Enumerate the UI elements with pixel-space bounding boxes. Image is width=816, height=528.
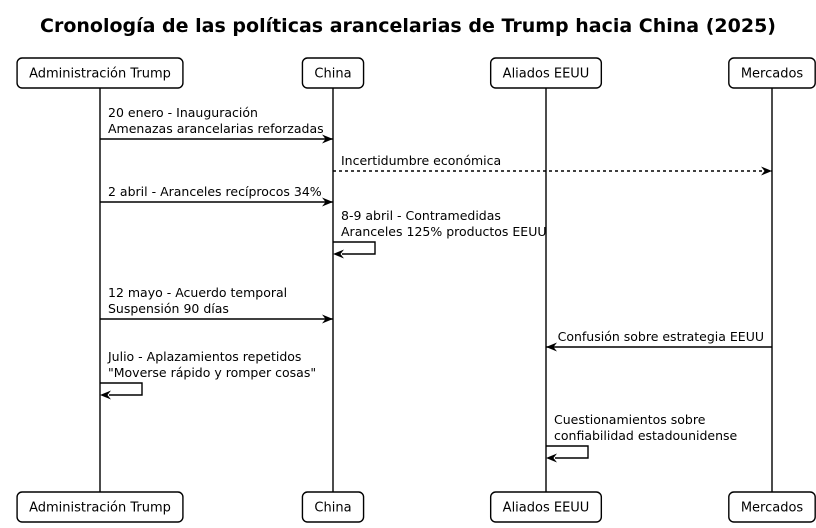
actor-top-trump[interactable]: Administración Trump bbox=[16, 57, 184, 89]
actor-label-china: China bbox=[314, 67, 351, 82]
actor-box-aliados[interactable] bbox=[489, 491, 603, 523]
actor-box-trump[interactable] bbox=[16, 57, 184, 89]
arrow-head-msg-5 bbox=[322, 314, 333, 324]
actor-label-aliados: Aliados EEUU bbox=[503, 501, 590, 516]
message-label-msg-1-line-0: 20 enero - Inauguración bbox=[108, 105, 258, 120]
self-loop-path-msg-8 bbox=[546, 445, 589, 459]
message-msg-7: Julio - Aplazamientos repetidos"Moverse … bbox=[100, 349, 316, 400]
actor-label-aliados: Aliados EEUU bbox=[503, 67, 590, 82]
arrow-head-msg-2 bbox=[761, 166, 772, 176]
actor-label-trump: Administración Trump bbox=[29, 67, 171, 82]
actor-bottom-china[interactable]: China bbox=[301, 491, 365, 523]
actor-box-aliados[interactable] bbox=[489, 57, 603, 89]
message-label-msg-4-line-0: 8-9 abril - Contramedidas bbox=[341, 208, 501, 223]
self-loop-path-msg-4 bbox=[333, 241, 376, 255]
message-label-msg-7-line-0: Julio - Aplazamientos repetidos bbox=[107, 349, 301, 364]
message-label-msg-2-line-0: Incertidumbre económica bbox=[341, 153, 501, 168]
actor-bottom-mercados[interactable]: Mercados bbox=[728, 491, 816, 523]
message-label-msg-8-line-1: confiabilidad estadounidense bbox=[554, 428, 738, 443]
actor-label-china: China bbox=[314, 501, 351, 516]
arrow-head-msg-6 bbox=[546, 342, 557, 352]
actor-box-china[interactable] bbox=[301, 491, 365, 523]
message-msg-6: Confusión sobre estrategia EEUU bbox=[546, 329, 772, 352]
actor-label-mercados: Mercados bbox=[741, 67, 804, 82]
message-msg-3: 2 abril - Aranceles recíprocos 34% bbox=[100, 184, 333, 207]
message-label-msg-7-line-1: "Moverse rápido y romper cosas" bbox=[108, 365, 316, 380]
diagram-title-group: Cronología de las políticas arancelarias… bbox=[40, 15, 776, 37]
arrow-head-msg-3 bbox=[322, 197, 333, 207]
message-label-msg-1-line-1: Amenazas arancelarias reforzadas bbox=[108, 121, 324, 136]
page-title: Cronología de las políticas arancelarias… bbox=[40, 15, 776, 37]
message-label-msg-5-line-1: Suspensión 90 días bbox=[108, 301, 229, 316]
actor-box-mercados[interactable] bbox=[728, 57, 816, 89]
self-loop-path-msg-7 bbox=[100, 382, 143, 396]
actor-bottom-aliados[interactable]: Aliados EEUU bbox=[489, 491, 603, 523]
message-label-msg-3-line-0: 2 abril - Aranceles recíprocos 34% bbox=[108, 184, 322, 199]
arrow-head-msg-1 bbox=[322, 134, 333, 144]
arrow-head-msg-8 bbox=[546, 453, 557, 463]
lifelines-group bbox=[99, 88, 773, 492]
actor-box-mercados[interactable] bbox=[728, 491, 816, 523]
actor-top-mercados[interactable]: Mercados bbox=[728, 57, 816, 89]
actor-top-china[interactable]: China bbox=[301, 57, 365, 89]
actor-box-trump[interactable] bbox=[16, 491, 184, 523]
arrow-head-msg-7 bbox=[100, 390, 111, 400]
actor-label-trump: Administración Trump bbox=[29, 501, 171, 516]
actor-top-aliados[interactable]: Aliados EEUU bbox=[489, 57, 603, 89]
message-msg-2: Incertidumbre económica bbox=[333, 153, 772, 176]
message-label-msg-5-line-0: 12 mayo - Acuerdo temporal bbox=[108, 285, 287, 300]
actor-bottom-trump[interactable]: Administración Trump bbox=[16, 491, 184, 523]
arrow-head-msg-4 bbox=[333, 249, 344, 259]
message-label-msg-8-line-0: Cuestionamientos sobre bbox=[554, 412, 706, 427]
actor-label-mercados: Mercados bbox=[741, 501, 804, 516]
message-label-msg-6-line-0: Confusión sobre estrategia EEUU bbox=[558, 329, 764, 344]
actor-box-china[interactable] bbox=[301, 57, 365, 89]
message-label-msg-4-line-1: Aranceles 125% productos EEUU bbox=[341, 224, 547, 239]
